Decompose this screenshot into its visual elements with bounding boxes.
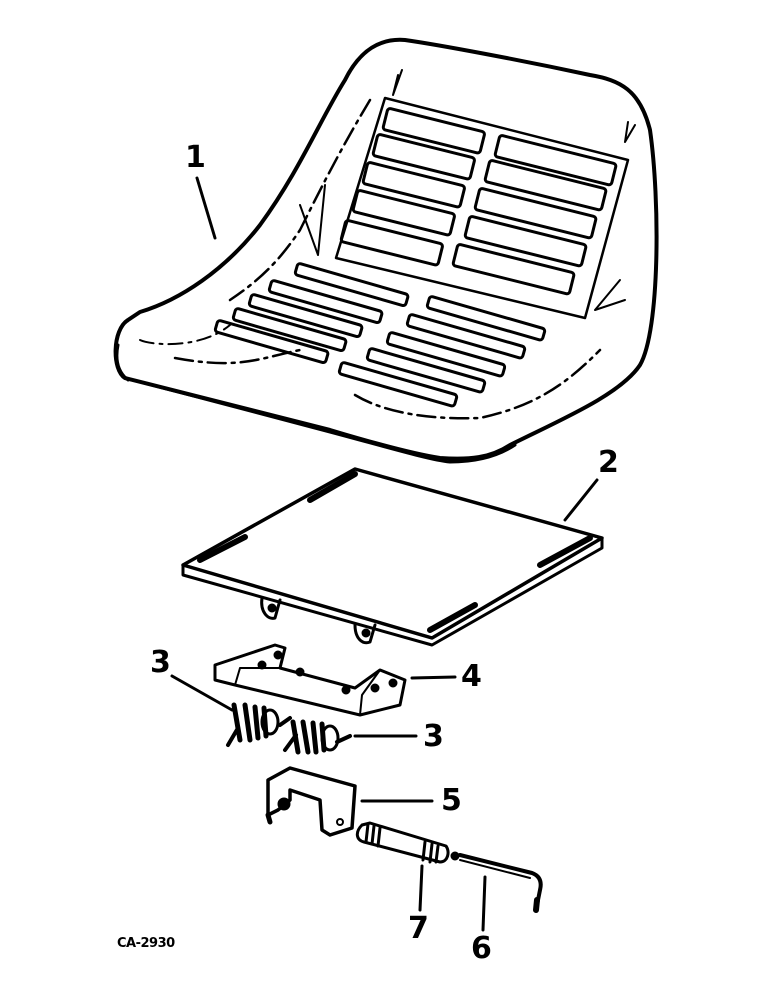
leader-line-2 [563,478,599,522]
callout-7: 7 [408,911,429,946]
seat-plate [181,467,604,647]
callout-2: 2 [598,445,619,480]
seat-cushion [113,37,659,464]
callout-4: 4 [461,659,482,694]
callout-5: 5 [441,783,462,818]
torsion-spring-left [226,702,292,747]
leader-line-6 [481,875,487,932]
callout-6: 6 [471,931,492,966]
support-bracket [265,766,357,837]
torsion-spring-right [283,719,352,755]
callout-1: 1 [185,140,206,175]
l-pin [450,851,543,913]
leader-line-4 [410,675,457,680]
callout-3-left: 3 [150,645,171,680]
pivot-shaft [355,821,450,864]
seat-bracket [213,643,407,717]
callout-3-right: 3 [423,719,444,754]
leader-line-1 [195,176,217,240]
figure-id: CA-2930 [117,936,175,951]
leader-line-3a [170,674,234,712]
leader-line-7 [418,864,424,912]
